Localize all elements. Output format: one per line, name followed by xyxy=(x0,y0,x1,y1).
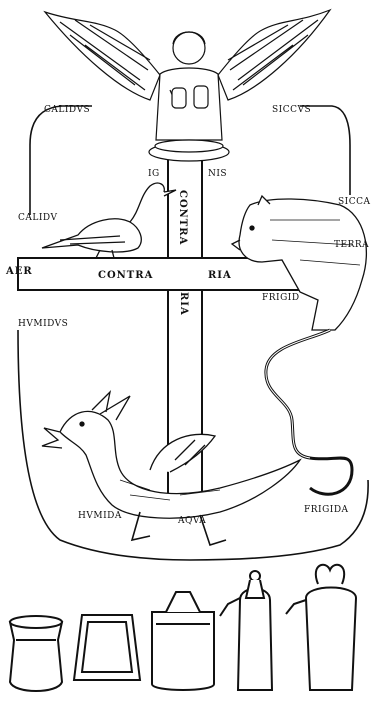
label-contra-vertical: CONTRA xyxy=(177,190,188,245)
vessel-alembic-2 xyxy=(286,565,356,690)
label-frigida: FRIGIDA xyxy=(304,505,349,515)
label-siccus: SICCVS xyxy=(272,105,311,115)
label-humidus: HVMIDVS xyxy=(18,319,68,329)
vessel-lidded-jar xyxy=(152,592,214,690)
label-humida: HVMIDA xyxy=(78,511,122,521)
vessels-row xyxy=(10,565,356,691)
vessel-jar xyxy=(10,616,62,691)
label-frigid: FRIGID xyxy=(262,293,300,303)
label-calidus: CALIDVS xyxy=(44,105,90,115)
label-ria-vertical: RIA xyxy=(178,292,189,316)
vessel-trapezoid xyxy=(74,615,140,680)
label-contra-horizontal: CONTRA xyxy=(98,270,153,281)
crane-figure xyxy=(42,183,176,258)
angel-body xyxy=(156,68,222,140)
label-aer: AER xyxy=(5,266,33,277)
label-calidu-small: CALIDV xyxy=(18,213,57,223)
label-nis: NIS xyxy=(208,169,227,179)
label-terra: TERRA xyxy=(334,240,369,250)
label-sicca: SICCA xyxy=(338,197,371,207)
label-ria-horizontal: RIA xyxy=(208,270,232,281)
label-ig: IG xyxy=(148,169,160,179)
angel-head xyxy=(173,32,205,64)
angel-figure xyxy=(45,10,330,161)
label-aqua: AQVA xyxy=(177,516,206,526)
vessel-alembic-1 xyxy=(220,571,272,690)
